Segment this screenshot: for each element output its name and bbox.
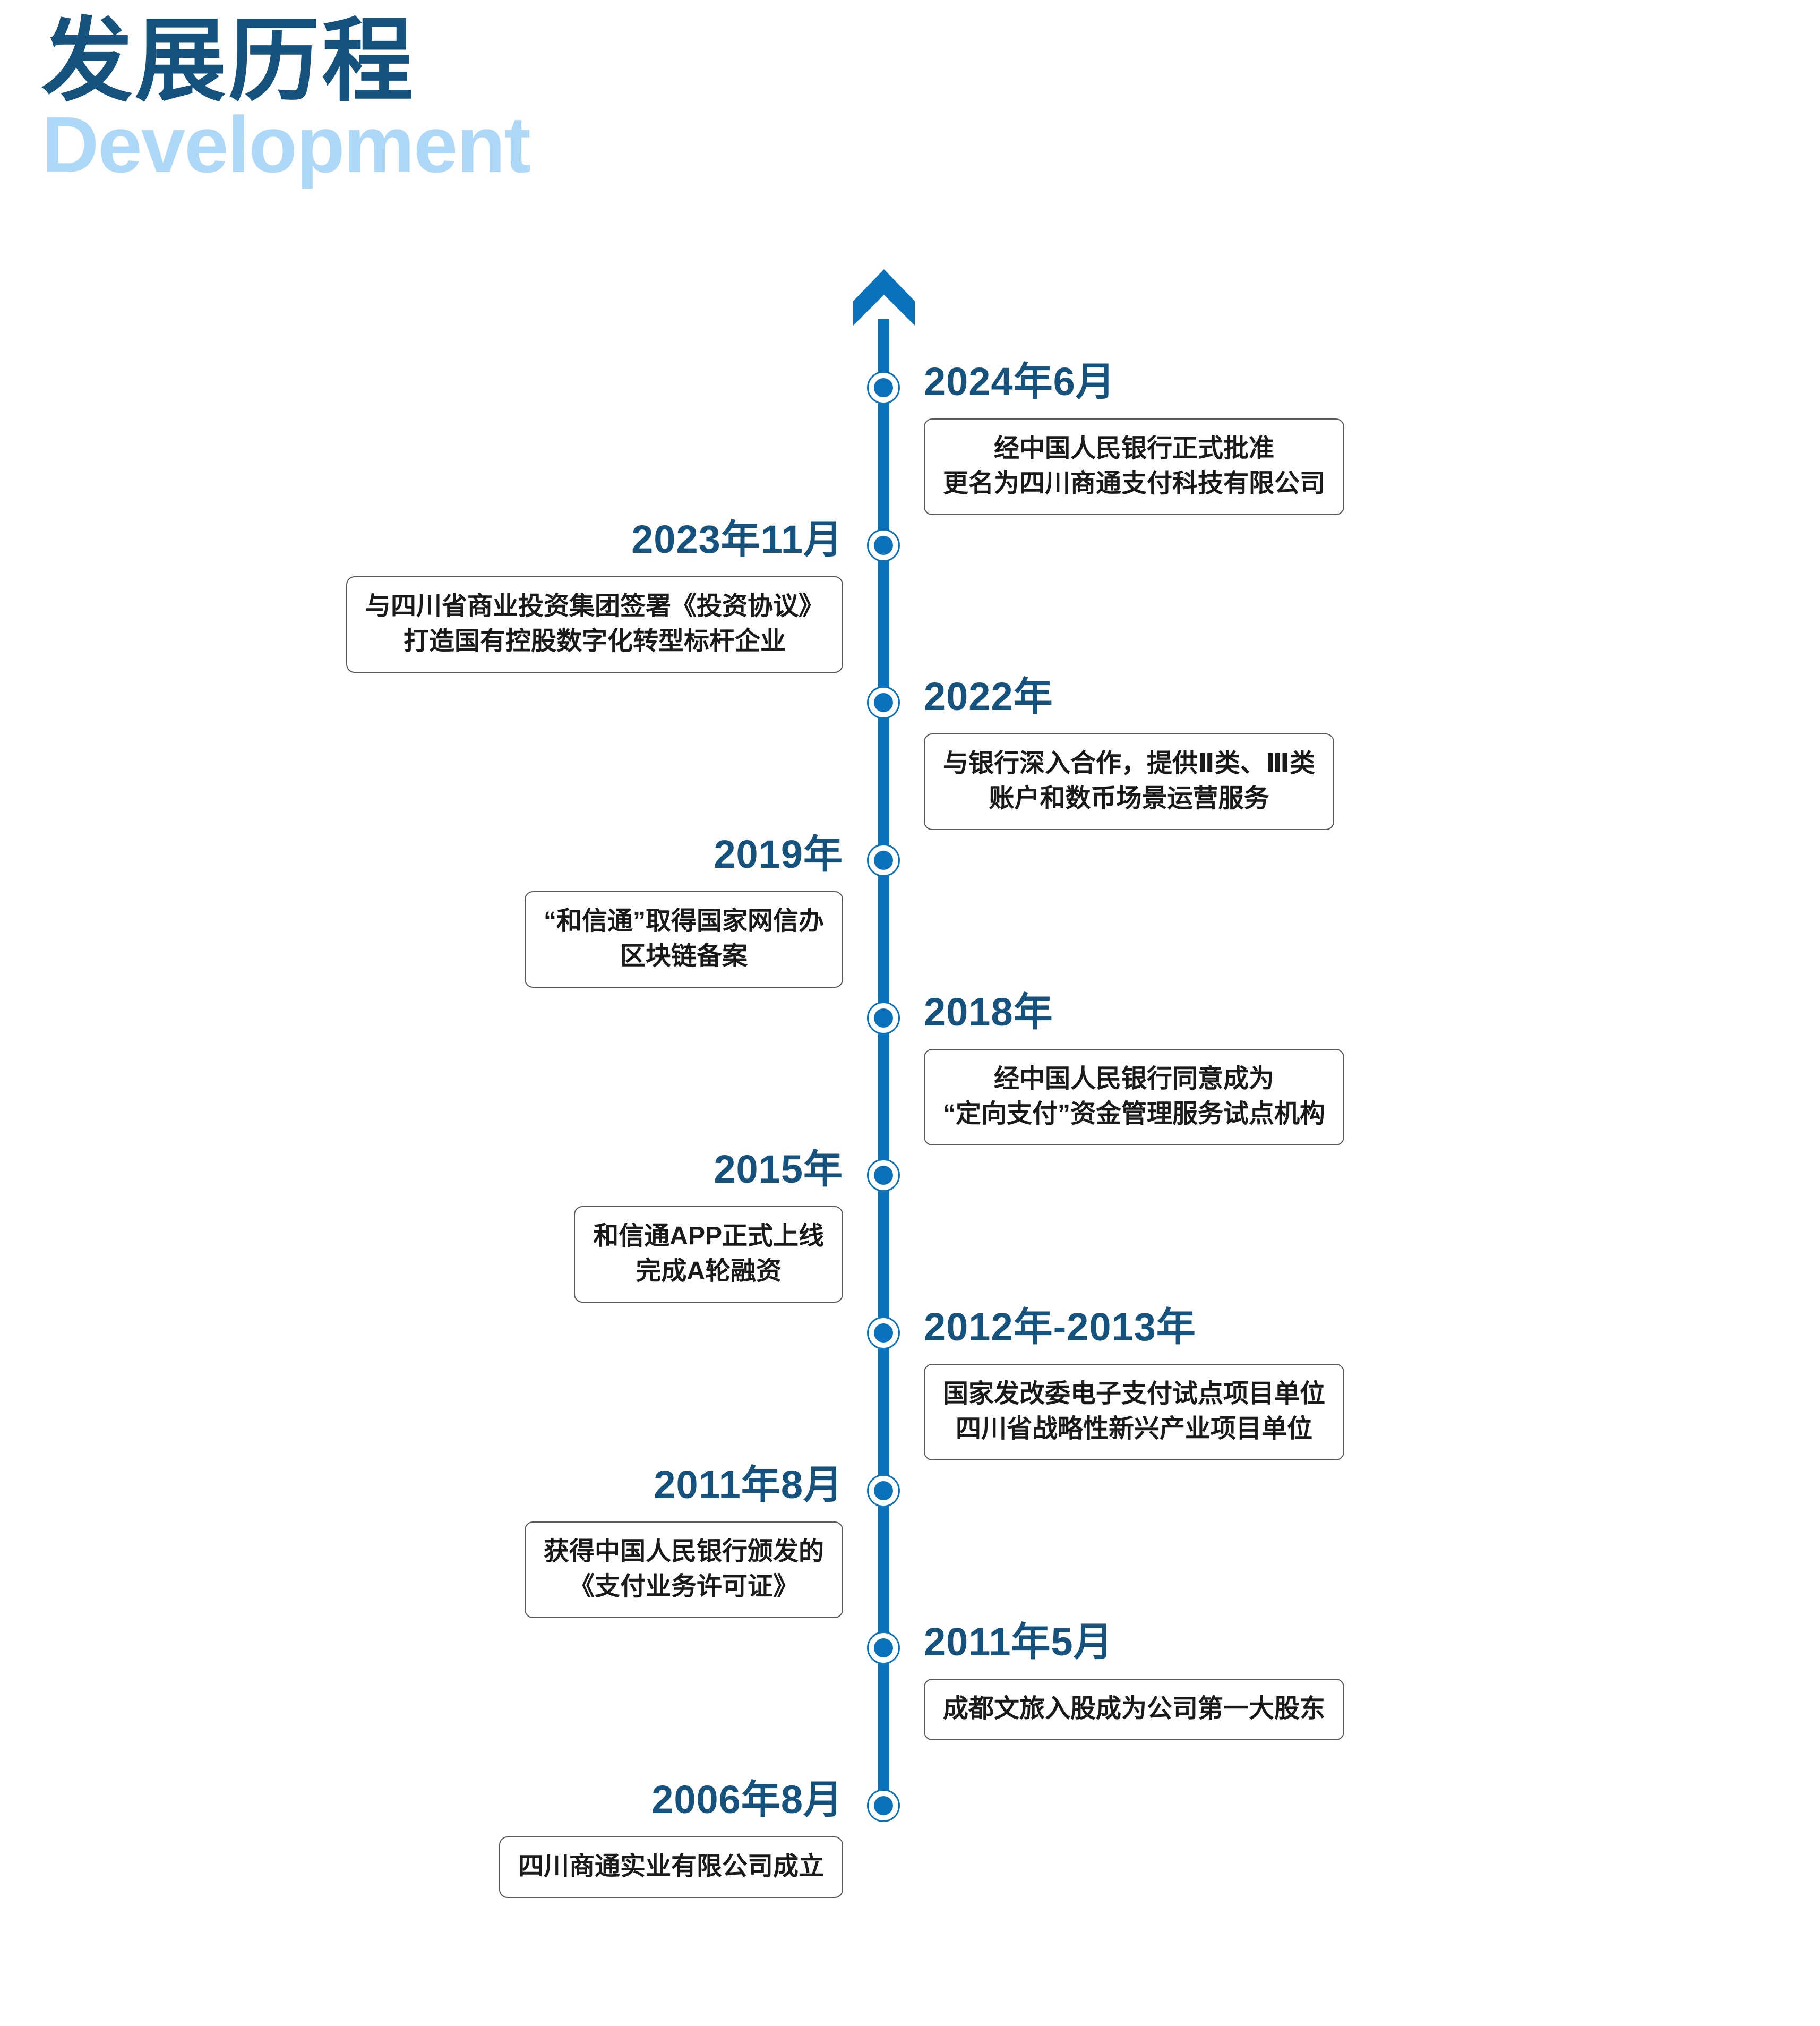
timeline-marker[interactable] <box>867 1789 900 1822</box>
page-title-en: Development <box>41 100 531 190</box>
timeline-marker[interactable] <box>867 1002 900 1035</box>
timeline-entry-description-line: 完成A轮融资 <box>636 1257 782 1286</box>
timeline-marker[interactable] <box>867 844 900 877</box>
timeline-marker[interactable] <box>867 1474 900 1507</box>
timeline-entry-year: 2011年5月 <box>924 1620 1113 1664</box>
timeline-entry: 2006年8月四川商通实业有限公司成立 <box>499 1777 843 1899</box>
timeline-entry-description-box: 经中国人民银行正式批准更名为四川商通支付科技有限公司 <box>924 418 1345 516</box>
timeline-entry-description-line: 更名为四川商通支付科技有限公司 <box>943 469 1326 498</box>
timeline-entry-year: 2022年 <box>924 674 1053 719</box>
timeline-entry-description-line: 国家发改委电子支付试点项目单位 <box>943 1380 1326 1408</box>
timeline-entry-description-box: “和信通”取得国家网信办区块链备案 <box>524 891 843 988</box>
timeline-entry-year: 2018年 <box>924 990 1053 1034</box>
timeline-entry-year: 2024年6月 <box>924 360 1115 404</box>
timeline-entry-description-line: “定向支付”资金管理服务试点机构 <box>943 1100 1326 1129</box>
timeline-entry-year: 2019年 <box>714 832 843 876</box>
timeline-entry-description-box: 与四川省商业投资集团签署《投资协议》打造国有控股数字化转型标杆企业 <box>346 576 843 673</box>
timeline-entry-description-line: 打造国有控股数字化转型标杆企业 <box>403 627 786 656</box>
timeline-entry-description-line: 账户和数币场景运营服务 <box>989 784 1269 813</box>
timeline-marker[interactable] <box>867 1159 900 1192</box>
timeline-entry: 2024年6月经中国人民银行正式批准更名为四川商通支付科技有限公司 <box>924 360 1345 516</box>
timeline-entry: 2011年8月获得中国人民银行颁发的《支付业务许可证》 <box>524 1463 843 1619</box>
timeline-entry: 2011年5月成都文旅入股成为公司第一大股东 <box>924 1620 1345 1741</box>
timeline-marker[interactable] <box>867 371 900 404</box>
timeline-entry: 2019年 “和信通”取得国家网信办区块链备案 <box>524 832 843 988</box>
timeline-entry: 2015年和信通APP正式上线完成A轮融资 <box>574 1150 843 1303</box>
timeline-entry: 2018年经中国人民银行同意成为 “定向支付”资金管理服务试点机构 <box>924 990 1345 1146</box>
timeline-entry-description-line: 四川省战略性新兴产业项目单位 <box>956 1415 1313 1443</box>
timeline-marker[interactable] <box>867 1631 900 1664</box>
timeline-entry-description-box: 国家发改委电子支付试点项目单位四川省战略性新兴产业项目单位 <box>924 1364 1345 1461</box>
timeline-entry-description-box: 成都文旅入股成为公司第一大股东 <box>924 1679 1345 1741</box>
timeline-entry-description-line: 区块链备案 <box>620 942 748 971</box>
timeline-entry-description-line: 经中国人民银行同意成为 <box>994 1065 1275 1093</box>
timeline-marker[interactable] <box>867 529 900 562</box>
timeline-entry: 2023年11月与四川省商业投资集团签署《投资协议》打造国有控股数字化转型标杆企… <box>346 520 843 673</box>
timeline-entry-year: 2006年8月 <box>651 1777 843 1822</box>
timeline-entry-description-line: 获得中国人民银行颁发的 <box>543 1537 824 1566</box>
timeline-entry-description-box: 与银行深入合作，提供Ⅱ类、Ⅲ类账户和数币场景运营服务 <box>924 733 1334 831</box>
timeline-entry-description-box: 经中国人民银行同意成为 “定向支付”资金管理服务试点机构 <box>924 1049 1345 1146</box>
timeline-entry-description-line: 四川商通实业有限公司成立 <box>518 1852 824 1880</box>
timeline-entry: 2022年与银行深入合作，提供Ⅱ类、Ⅲ类账户和数币场景运营服务 <box>924 674 1334 831</box>
timeline-entry-year: 2015年 <box>714 1147 843 1191</box>
timeline-entry-description-line: “和信通”取得国家网信办 <box>543 907 824 935</box>
arrow-up-icon <box>853 269 915 326</box>
timeline-entry-year: 2011年8月 <box>654 1463 843 1507</box>
timeline-marker[interactable] <box>867 1317 900 1349</box>
timeline-entry-description-line: 与银行深入合作，提供Ⅱ类、Ⅲ类 <box>943 749 1315 777</box>
timeline-entry-year: 2023年11月 <box>631 517 843 561</box>
page-header: 发展历程 Development <box>41 10 531 190</box>
timeline-axis-line <box>878 319 889 1806</box>
timeline-entry-description-line: 《支付业务许可证》 <box>569 1572 799 1601</box>
timeline-entry-description-box: 四川商通实业有限公司成立 <box>499 1836 843 1899</box>
timeline-entry-description-box: 获得中国人民银行颁发的《支付业务许可证》 <box>524 1521 843 1619</box>
timeline-entry-description-box: 和信通APP正式上线完成A轮融资 <box>574 1206 843 1303</box>
timeline-entry-description-line: 和信通APP正式上线 <box>593 1222 824 1250</box>
timeline-entry: 2012年-2013年国家发改委电子支付试点项目单位四川省战略性新兴产业项目单位 <box>924 1305 1345 1461</box>
timeline-entry-description-line: 经中国人民银行正式批准 <box>994 434 1275 463</box>
timeline-marker[interactable] <box>867 686 900 719</box>
timeline-entry-year: 2012年-2013年 <box>924 1305 1196 1349</box>
timeline-entry-description-line: 与四川省商业投资集团签署《投资协议》 <box>365 592 824 620</box>
page-title-cn: 发展历程 <box>41 10 415 112</box>
timeline-entry-description-line: 成都文旅入股成为公司第一大股东 <box>943 1695 1326 1723</box>
